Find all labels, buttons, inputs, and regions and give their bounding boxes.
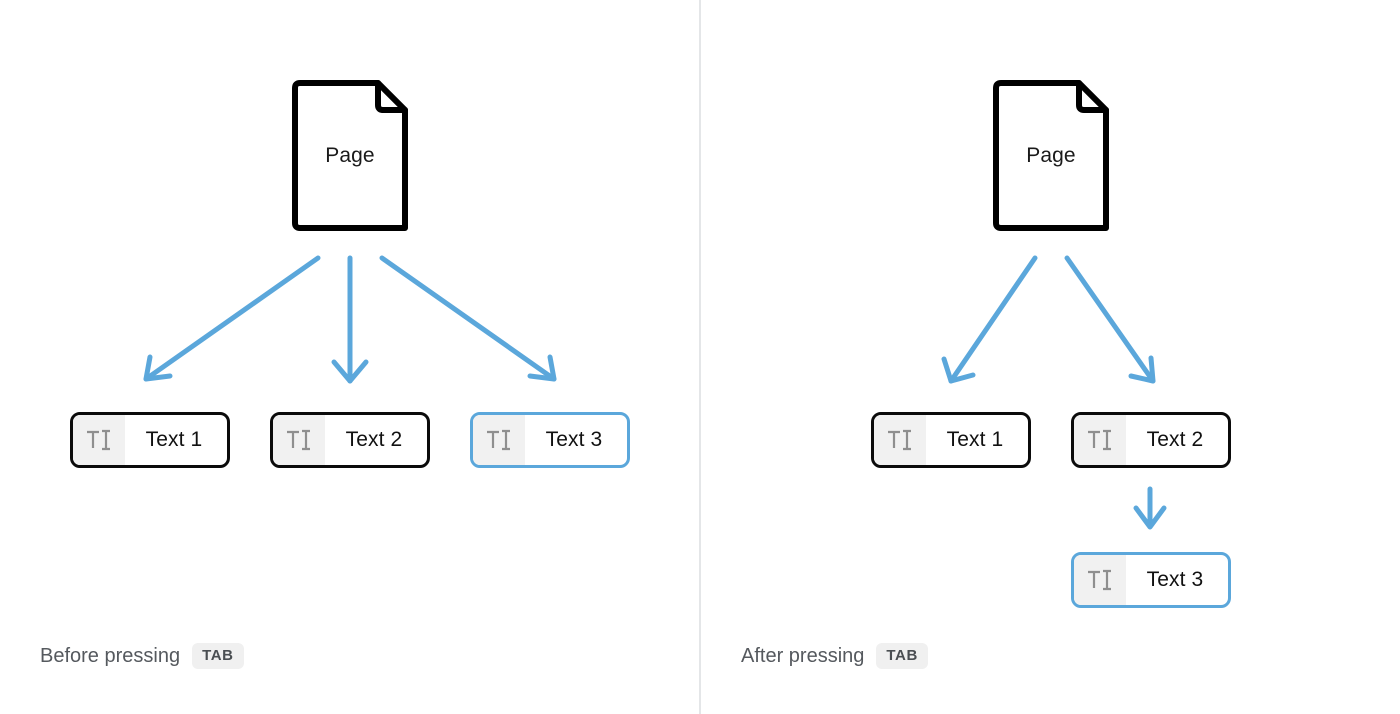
connector-page-to-text1 [143, 255, 321, 382]
connector-page-to-text1 [948, 255, 1038, 384]
panel-after: Page Text 1 [701, 0, 1400, 714]
text-node-text3[interactable]: Text 3 [1071, 552, 1231, 608]
text-cursor-icon [273, 415, 325, 465]
page-node[interactable]: Page [290, 78, 410, 233]
text-node-text2[interactable]: Text 2 [270, 412, 430, 468]
arrowhead-text2 [331, 359, 369, 384]
page-node-label: Page [325, 143, 375, 167]
tab-key-badge: TAB [192, 643, 244, 669]
text-node-label: Text 1 [145, 428, 203, 451]
text-node-label: Text 2 [1146, 428, 1204, 451]
text-node-text1[interactable]: Text 1 [871, 412, 1031, 468]
arrowhead-text2 [1128, 355, 1156, 384]
caption-label: Before pressing [40, 644, 181, 667]
arrowhead-text1 [143, 354, 173, 382]
caption-label: After pressing [741, 644, 865, 667]
tab-key-badge: TAB [876, 643, 928, 669]
text-cursor-icon [73, 415, 125, 465]
text-node-label: Text 3 [545, 428, 603, 451]
connector-page-to-text2 [1064, 255, 1156, 384]
arrowhead-text1 [941, 356, 976, 384]
panel-divider [699, 0, 701, 714]
caption-after: After pressing TAB [741, 643, 928, 669]
text-node-label: Text 3 [1146, 568, 1204, 591]
text-node-text1[interactable]: Text 1 [70, 412, 230, 468]
document-icon [292, 80, 408, 232]
text-node-label: Text 1 [946, 428, 1004, 451]
arrowhead-text3 [1133, 505, 1167, 530]
connector-page-to-text3 [379, 255, 557, 382]
caption-before: Before pressing TAB [40, 643, 244, 669]
text-cursor-icon [874, 415, 926, 465]
panel-before: Page Text 1 [0, 0, 699, 714]
page-node-label: Page [1026, 143, 1076, 167]
document-icon [993, 80, 1109, 232]
arrowhead-text3 [527, 354, 557, 382]
text-cursor-icon [473, 415, 525, 465]
text-cursor-icon [1074, 555, 1126, 605]
text-cursor-icon [1074, 415, 1126, 465]
text-node-text3[interactable]: Text 3 [470, 412, 630, 468]
text-node-label: Text 2 [345, 428, 403, 451]
page-node[interactable]: Page [991, 78, 1111, 233]
text-node-text2[interactable]: Text 2 [1071, 412, 1231, 468]
